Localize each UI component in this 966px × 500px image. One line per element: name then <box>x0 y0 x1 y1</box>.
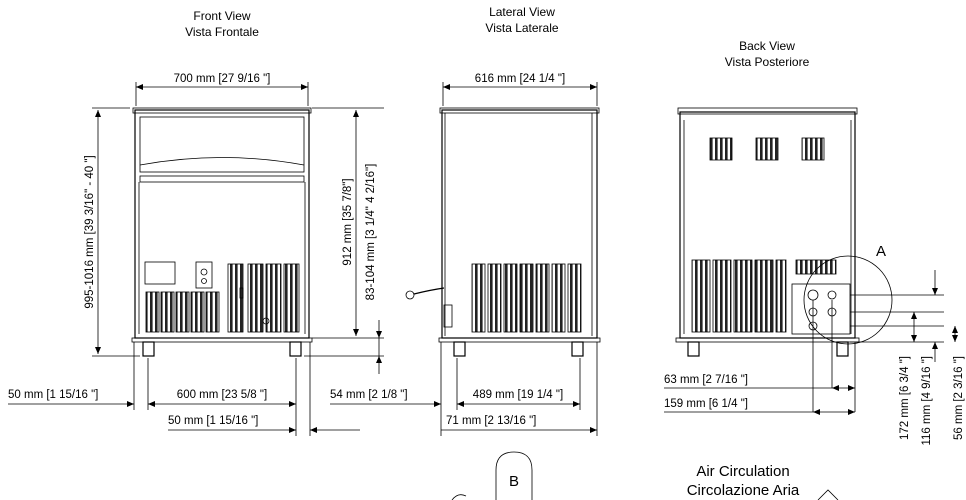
up-arrow-icon <box>817 489 839 500</box>
lateral-back-label: 71 mm [2 13/16 "] <box>446 415 536 427</box>
air-circulation-it: Circolazione Aria <box>687 482 800 499</box>
back-63-label: 63 mm [2 7/16 "] <box>664 374 748 386</box>
back-56-label: 56 mm [2 3/16 "] <box>953 356 965 440</box>
back-159-label: 159 mm [6 1/4 "] <box>664 398 748 410</box>
leg-height-label: 83-104 mm [3 1/4" 4 2/16"] <box>365 164 377 301</box>
lateral-width-label: 616 mm [24 1/4 "] <box>475 73 565 85</box>
front-view-title-it: Vista Frontale <box>185 25 259 39</box>
front-width-label: 700 mm [27 9/16 "] <box>174 73 271 85</box>
air-circulation-en: Air Circulation <box>696 463 789 480</box>
right-offset-label: 50 mm [1 15/16 "] <box>168 415 258 427</box>
leg-spacing-label: 600 mm [23 5/8 "] <box>177 389 267 401</box>
back-view: A 172 mm [6 3/4 "] 116 mm [4 9/16 "] 56 … <box>664 107 965 446</box>
callout-a: A <box>876 243 886 260</box>
lateral-view-title-it: Vista Laterale <box>485 21 558 35</box>
lateral-front-label: 54 mm [2 1/8 "] <box>330 389 408 401</box>
lateral-view-title-en: Lateral View <box>489 5 555 19</box>
back-116-label: 116 mm [4 9/16 "] <box>921 356 933 446</box>
lateral-view: 616 mm [24 1/4 "] 54 mm [2 1/8 "] 489 mm… <box>330 73 601 436</box>
front-view: 700 mm [27 9/16 "] <box>8 73 384 436</box>
front-height-label: 995-1016 mm [39 3/16" - 40 "] <box>84 155 96 308</box>
bottom-callouts: B Air Circulation Circolazione Aria <box>451 451 839 500</box>
back-view-title-it: Vista Posteriore <box>725 55 810 69</box>
lateral-legs-label: 489 mm [19 1/4 "] <box>473 389 563 401</box>
body-height-label: 912 mm [35 7/8"] <box>342 178 354 265</box>
callout-b: B <box>509 473 519 490</box>
back-172-label: 172 mm [6 3/4 "] <box>899 356 911 440</box>
back-view-title-en: Back View <box>739 39 795 53</box>
front-view-title-en: Front View <box>193 9 250 23</box>
left-offset-label: 50 mm [1 15/16 "] <box>8 389 98 401</box>
